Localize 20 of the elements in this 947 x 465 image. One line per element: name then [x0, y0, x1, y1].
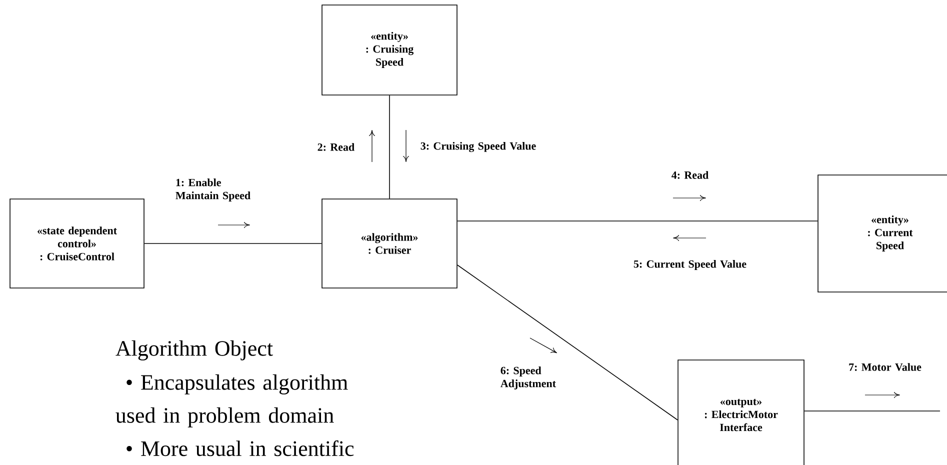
message-label: 6: Speed Adjustment [500, 366, 556, 390]
message-label: 2: Read [318, 143, 354, 151]
object-box: «output» : ElectricMotor Interface [678, 360, 804, 465]
note-text: • Encapsulates algorithm used in problem domain [116, 374, 348, 428]
message-label: 5: Current Speed Value [634, 260, 746, 270]
object-box: «entity» : Current Speed [818, 174, 947, 292]
connector-line [457, 220, 818, 222]
message-label: 1: Enable Maintain Speed [176, 178, 250, 202]
connector-line [804, 410, 940, 412]
connector-line [457, 264, 678, 420]
message-label: 7: Motor Value [849, 363, 922, 371]
object-box: «algorithm» : Cruiser [322, 198, 458, 288]
message-label: 3: Cruising Speed Value [420, 142, 536, 152]
connector-line [389, 95, 390, 199]
connector-line [144, 243, 322, 244]
note-text: • More usual in scientific [126, 440, 354, 456]
object-box: «entity» : Cruising Speed [322, 4, 458, 96]
note-text: Algorithm Object [116, 340, 273, 360]
object-box: «state dependent control» : CruiseControl [10, 198, 144, 288]
message-label: 4: Read [672, 171, 708, 179]
